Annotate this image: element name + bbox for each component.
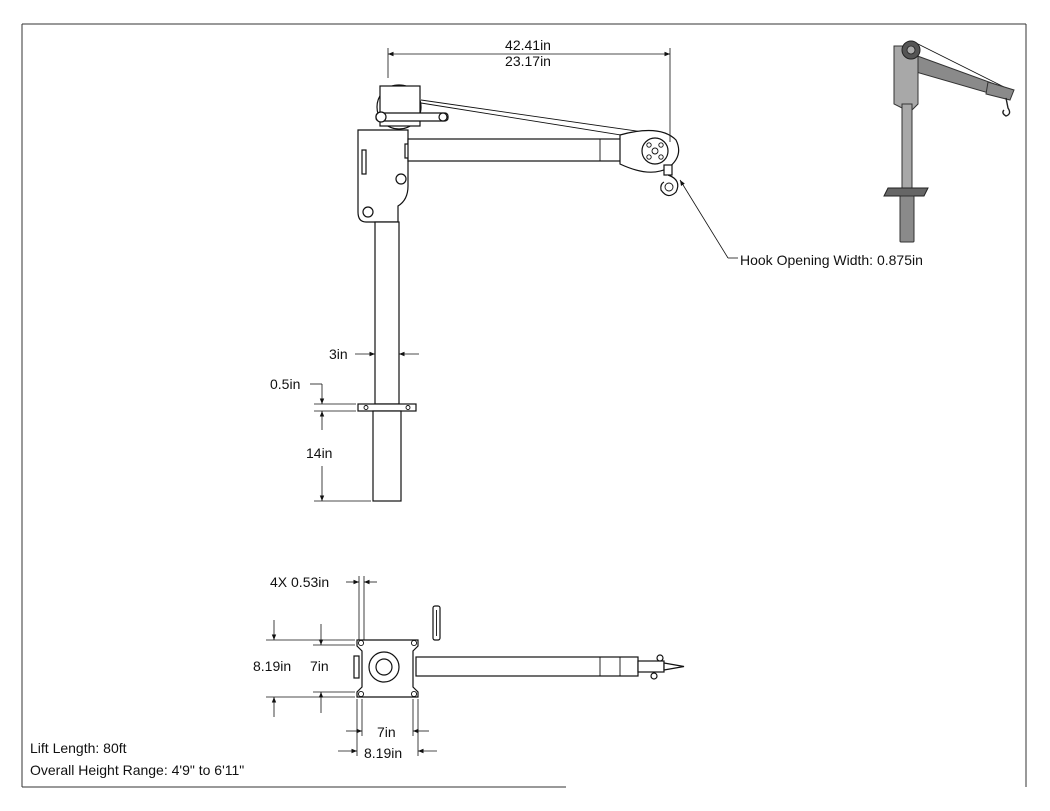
dim-boom-reach-label: 23.17in bbox=[505, 53, 551, 69]
pivot-bolt bbox=[395, 173, 407, 185]
dim-base-width: 7in 8.19in bbox=[338, 699, 437, 761]
bolt-holes-label: 4X 0.53in bbox=[270, 574, 329, 590]
mast-post bbox=[374, 221, 400, 405]
dim-flange-and-socket: 0.5in 14in bbox=[270, 376, 371, 502]
flange-thickness-label: 0.5in bbox=[270, 376, 300, 392]
drawing-border bbox=[21, 23, 1027, 788]
winch-crank-handle bbox=[375, 111, 449, 123]
lift-length-note: Lift Length: 80ft bbox=[30, 740, 127, 756]
base-outer-height-label: 8.19in bbox=[253, 658, 291, 674]
pivot-bolt bbox=[362, 206, 374, 218]
dim-base-height: 8.19in 7in bbox=[253, 620, 355, 717]
mast-head-plate bbox=[357, 129, 409, 223]
boom-arm bbox=[407, 138, 641, 162]
dim-boom-length: 42.41in 23.17in bbox=[387, 37, 671, 142]
plan-boom-tip bbox=[637, 654, 685, 680]
isometric-render bbox=[883, 40, 1015, 243]
post-diameter-label: 3in bbox=[329, 346, 348, 362]
plan-bracket-tab bbox=[353, 655, 360, 679]
winch-cable bbox=[420, 99, 651, 140]
base-socket bbox=[372, 410, 402, 502]
dim-post-diameter: 3in bbox=[329, 346, 419, 362]
base-inner-height-label: 7in bbox=[310, 658, 329, 674]
dim-boom-overall-label: 42.41in bbox=[505, 37, 551, 53]
notes-block: Lift Length: 80ft Overall Height Range: … bbox=[30, 740, 244, 778]
mounting-flange bbox=[357, 403, 417, 412]
side-view bbox=[357, 84, 680, 502]
boom-tip-sheave bbox=[619, 129, 680, 173]
socket-depth-label: 14in bbox=[306, 445, 332, 461]
top-view bbox=[353, 605, 685, 698]
winch-drum bbox=[376, 84, 422, 130]
lifting-hook bbox=[660, 164, 679, 197]
plan-post-inner bbox=[375, 658, 393, 676]
dim-bolt-holes: 4X 0.53in bbox=[270, 574, 377, 640]
bracket-slot bbox=[361, 149, 367, 175]
dim-hook-opening: Hook Opening Width: 0.875in bbox=[679, 179, 923, 268]
base-inner-width-label: 7in bbox=[377, 724, 396, 740]
base-outer-width-label: 8.19in bbox=[364, 745, 402, 761]
hook-opening-label: Hook Opening Width: 0.875in bbox=[740, 252, 923, 268]
height-range-note: Overall Height Range: 4'9" to 6'11" bbox=[30, 762, 244, 778]
plan-boom-arm bbox=[415, 656, 639, 677]
